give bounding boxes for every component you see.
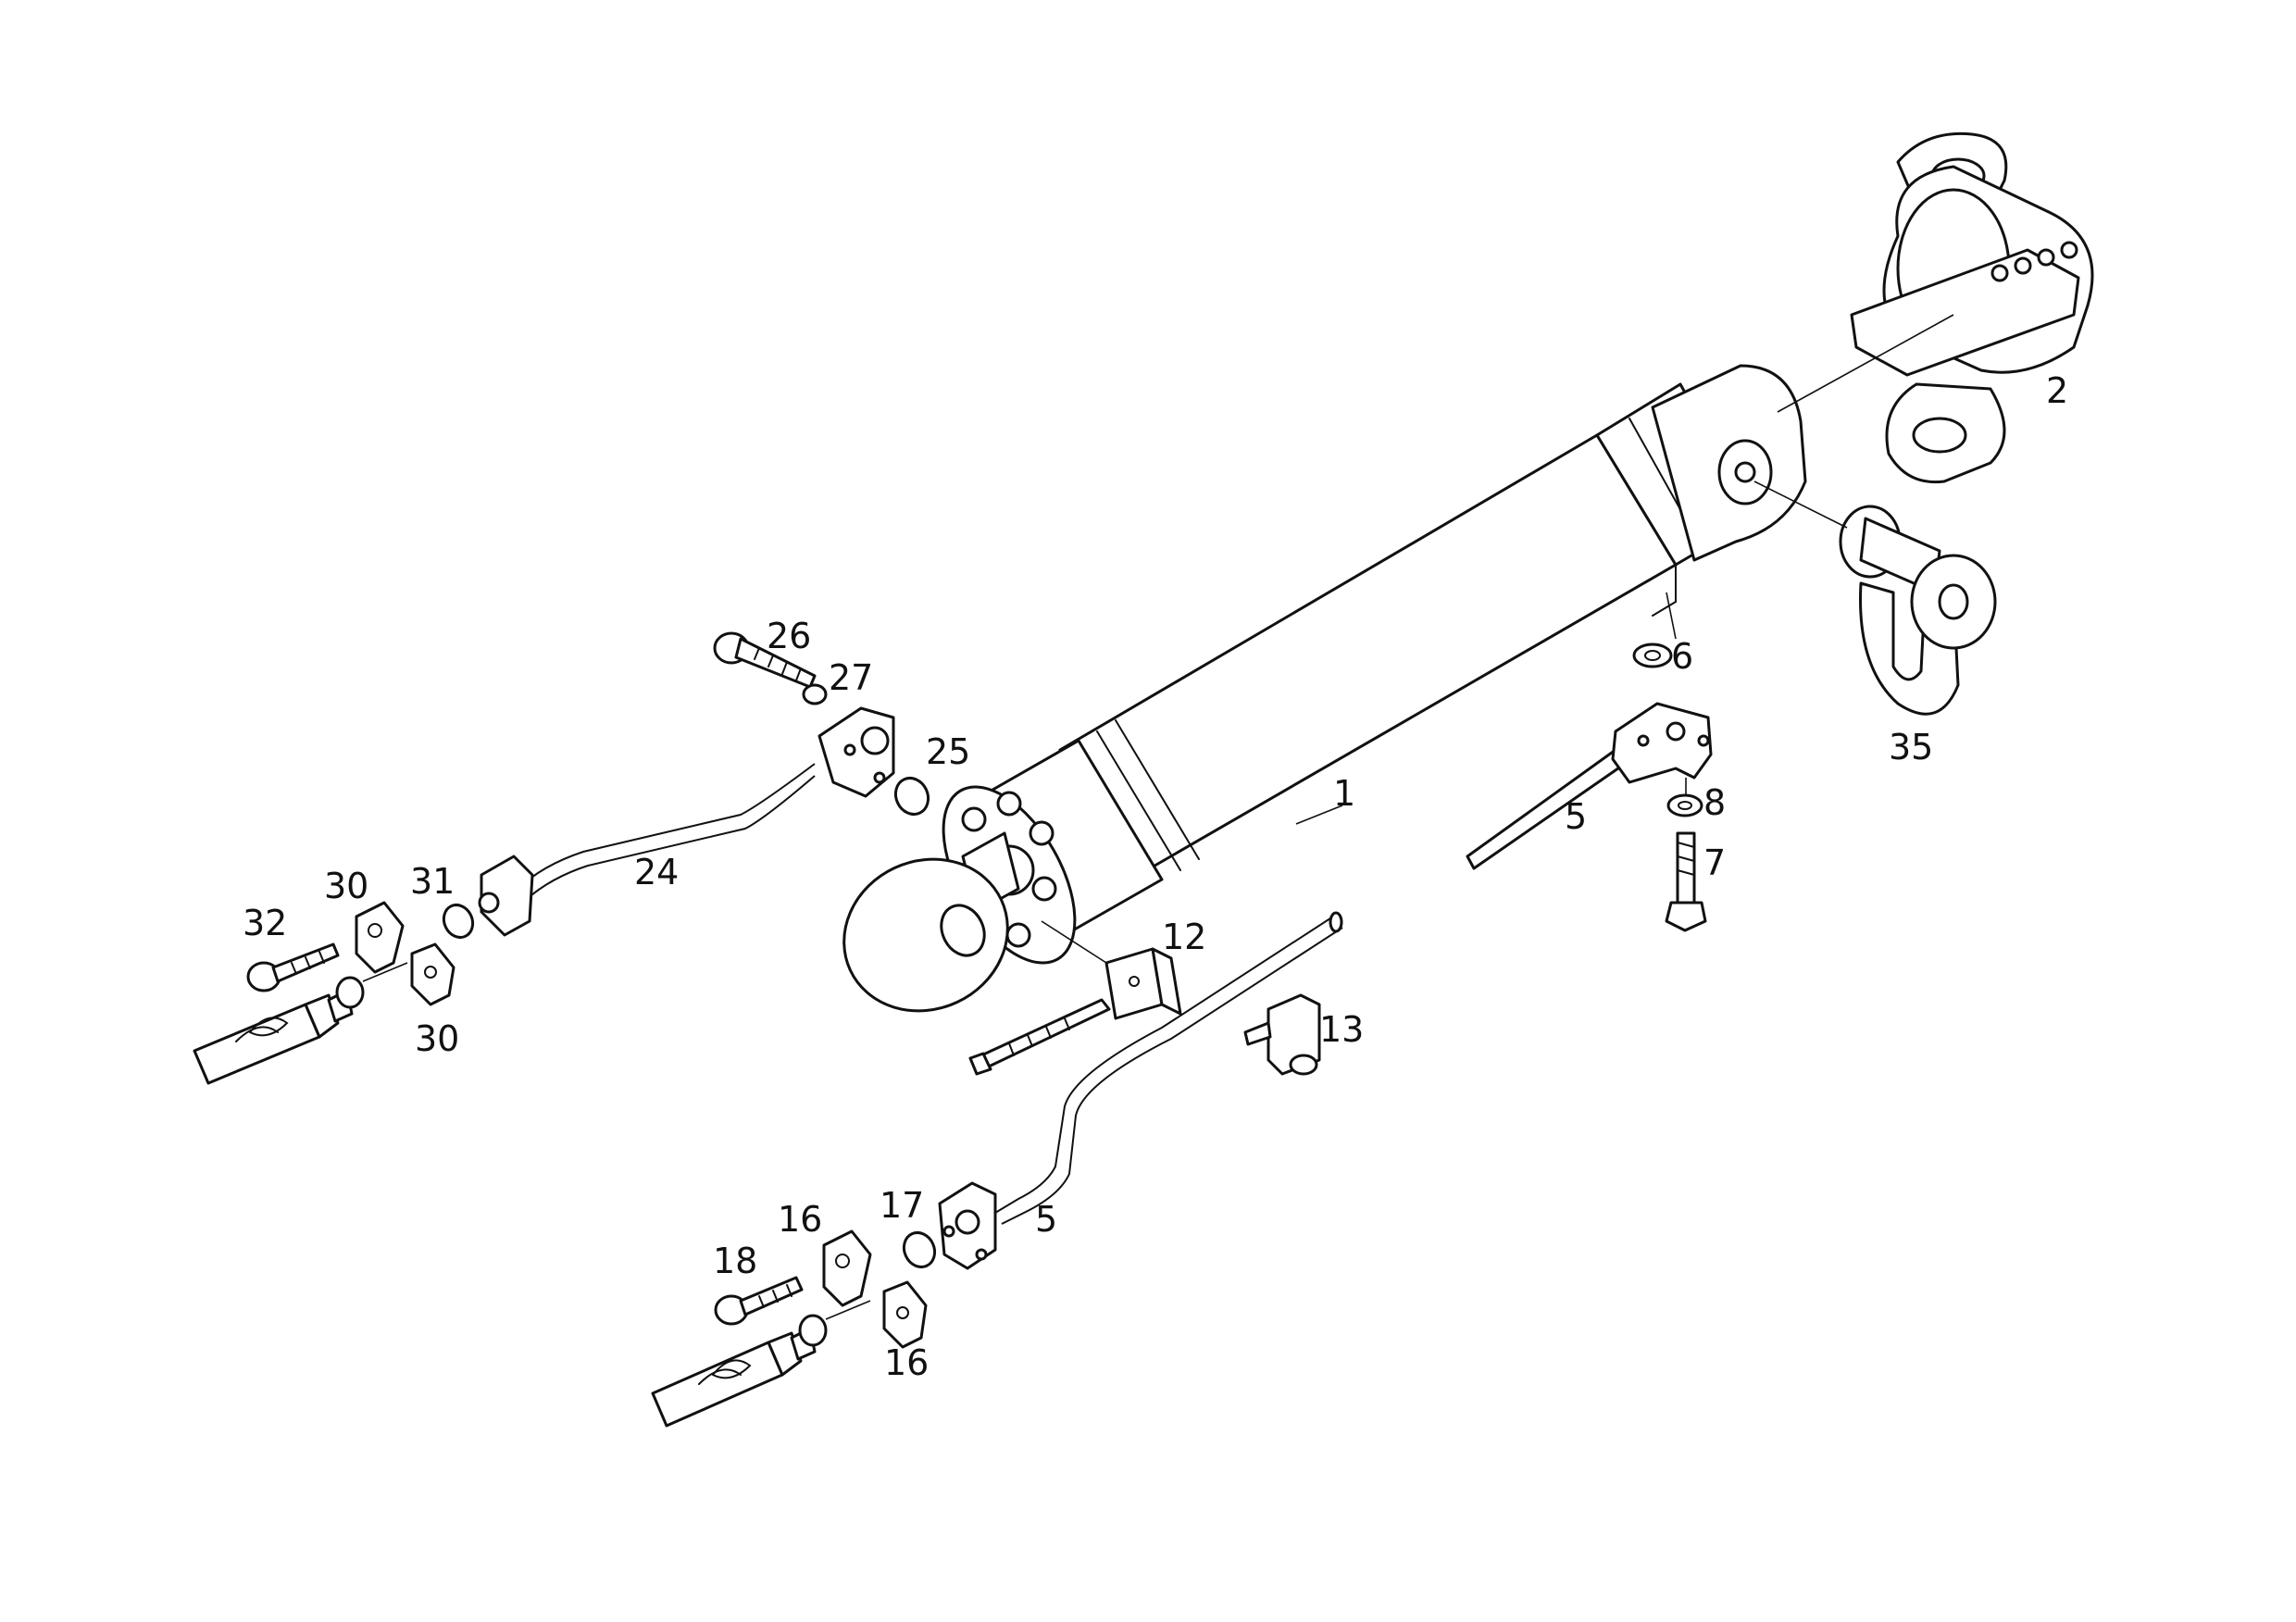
rod-eye bbox=[842, 857, 1009, 1013]
callout-30a: 30 bbox=[324, 866, 368, 906]
callout-2: 2 bbox=[2046, 370, 2068, 411]
callout-8: 8 bbox=[1703, 782, 1726, 823]
callout-27: 27 bbox=[829, 657, 873, 698]
shackle-assembly bbox=[1839, 505, 1997, 716]
clamp-block-13 bbox=[1243, 993, 1321, 1076]
callout-25: 25 bbox=[926, 731, 970, 772]
tube-24-end-flange bbox=[480, 855, 534, 937]
seal-31 bbox=[442, 903, 475, 940]
split-flange-30-upper bbox=[355, 901, 405, 974]
callout-17: 17 bbox=[880, 1185, 924, 1226]
tube-5-upper bbox=[1466, 702, 1713, 870]
hose-left bbox=[193, 962, 408, 1085]
tube-24-pipe bbox=[518, 763, 816, 890]
callout-7: 7 bbox=[1703, 842, 1726, 883]
tube-24 bbox=[478, 706, 895, 937]
washer-6 bbox=[1632, 643, 1673, 668]
bolt-12 bbox=[968, 998, 1111, 1076]
callout-1: 1 bbox=[1333, 773, 1355, 814]
clamp-assembly bbox=[1850, 131, 2094, 484]
washer-27 bbox=[802, 683, 828, 705]
seal-25 bbox=[893, 777, 930, 816]
callout-32: 32 bbox=[243, 903, 287, 943]
seal-17 bbox=[902, 1231, 937, 1268]
callout-35: 35 bbox=[1889, 727, 1933, 767]
hose-lower bbox=[651, 1300, 871, 1428]
clamp-bolt-block bbox=[1850, 248, 2080, 377]
tube-5-upper-pipe bbox=[1466, 748, 1627, 870]
callout-5b: 5 bbox=[1035, 1199, 1057, 1240]
callout-16a: 16 bbox=[778, 1199, 822, 1240]
bolt-7 bbox=[1665, 831, 1707, 932]
callout-16b: 16 bbox=[884, 1342, 929, 1383]
tube-5-lower bbox=[938, 911, 1343, 1270]
callout-18: 18 bbox=[713, 1241, 757, 1281]
bolt-26 bbox=[713, 631, 817, 689]
split-flange-16-lower bbox=[882, 1280, 928, 1349]
callout-24: 24 bbox=[634, 852, 679, 892]
callout-31: 31 bbox=[410, 861, 455, 902]
callout-5a: 5 bbox=[1565, 796, 1587, 837]
callout-6: 6 bbox=[1671, 636, 1693, 677]
split-flange-16-upper bbox=[822, 1229, 872, 1307]
callout-26: 26 bbox=[767, 616, 811, 656]
bolt-32 bbox=[246, 942, 340, 992]
bracket-12 bbox=[1104, 947, 1182, 1020]
hydraulic-cylinder bbox=[842, 364, 1807, 1013]
tube-5-lower-pipe bbox=[994, 916, 1334, 1214]
bolt-18 bbox=[714, 1276, 804, 1326]
split-flange-30-lower bbox=[410, 942, 455, 1006]
callout-13: 13 bbox=[1319, 1009, 1364, 1050]
tube-5-upper-flange bbox=[1611, 702, 1713, 784]
washer-8 bbox=[1666, 793, 1703, 817]
callout-30b: 30 bbox=[415, 1018, 459, 1059]
callout-12: 12 bbox=[1162, 917, 1206, 957]
